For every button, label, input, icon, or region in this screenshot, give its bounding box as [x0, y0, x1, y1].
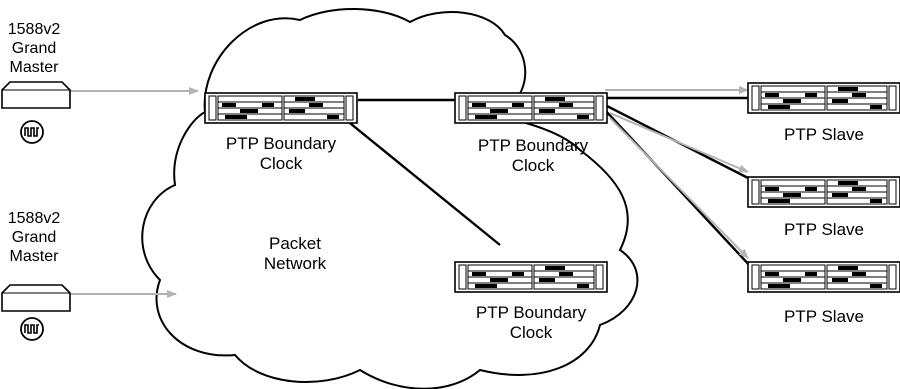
ptp-slave-1-label: PTP Slave: [783, 125, 864, 144]
ptp-slave-3-label: PTP Slave: [783, 307, 864, 326]
boundary-clock-2-line1: PTP Boundary: [477, 136, 589, 155]
grand-master-1-line3: Master: [9, 59, 59, 76]
boundary-clock-3-label: PTP Boundary Clock: [455, 303, 607, 343]
boundary-clock-2-label: PTP Boundary Clock: [457, 136, 609, 176]
boundary-clock-2-line2: Clock: [511, 156, 555, 175]
ptp-slave-2-label: PTP Slave: [783, 220, 864, 239]
grand-master-2-line2: Grand: [11, 229, 57, 246]
packet-network-label: Packet Network: [250, 234, 340, 274]
grand-master-2-device: [1, 284, 71, 312]
packet-network-line1: Packet: [269, 234, 321, 253]
clock-signal-2-icon: [20, 317, 44, 341]
ptp-slave-1-device: [747, 82, 900, 114]
ptp-slave-3-device: [747, 261, 900, 293]
boundary-clock-1-device: [204, 92, 358, 124]
boundary-clock-1-line1: PTP Boundary: [225, 134, 337, 153]
grand-master-2-line1: 1588v2: [7, 210, 61, 227]
ptp-slave-2-device: [747, 176, 900, 208]
boundary-clock-1-line2: Clock: [259, 154, 303, 173]
packet-network-line2: Network: [263, 254, 327, 273]
grand-master-1-line2: Grand: [11, 40, 57, 57]
grand-master-1-device: [1, 81, 71, 109]
boundary-clock-3-device: [454, 261, 608, 293]
network-links: [339, 96, 753, 269]
grand-master-2-line3: Master: [9, 248, 59, 265]
boundary-clock-2-device: [454, 92, 608, 124]
boundary-clock-1-label: PTP Boundary Clock: [205, 134, 357, 174]
grand-master-1-line1: 1588v2: [7, 21, 61, 38]
boundary-clock-3-line1: PTP Boundary: [475, 303, 587, 322]
grand-master-1-label: 1588v2 Grand Master: [2, 20, 66, 77]
grand-master-2-label: 1588v2 Grand Master: [2, 209, 66, 266]
clock-signal-1-icon: [20, 120, 44, 144]
boundary-clock-3-line2: Clock: [509, 323, 553, 342]
timing-arrows: [70, 86, 749, 298]
